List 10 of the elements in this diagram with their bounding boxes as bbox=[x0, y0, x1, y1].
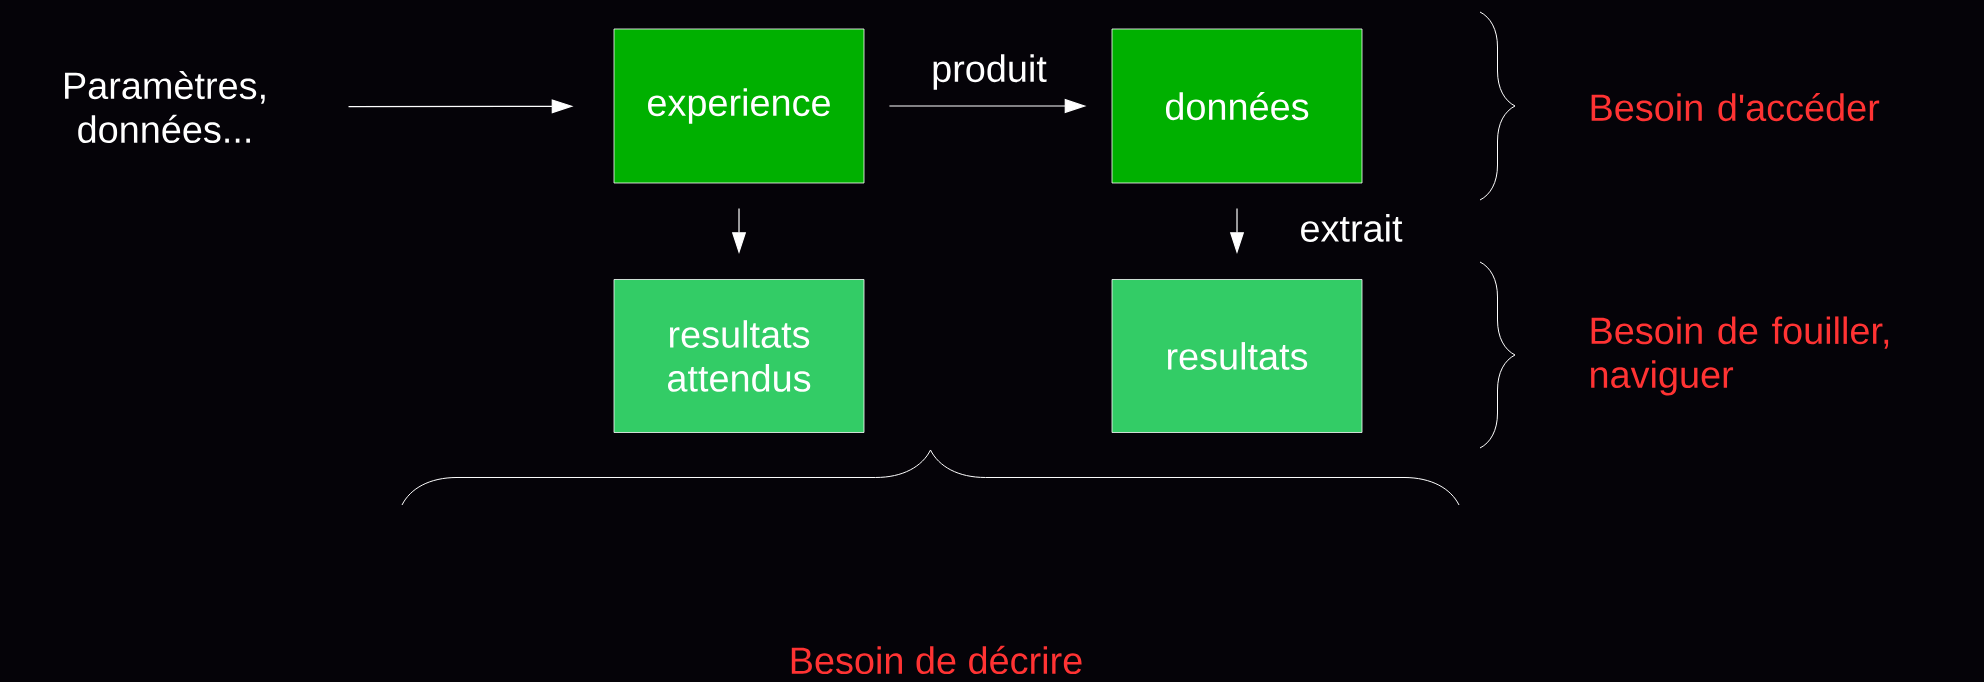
annotation: Besoin de décrire bbox=[791, 645, 1082, 675]
result-box: resultats bbox=[1111, 279, 1363, 433]
process-box: experience bbox=[613, 28, 865, 184]
edge-label: extrait bbox=[1301, 214, 1403, 242]
edge-label: produit bbox=[933, 54, 1047, 90]
node-text: Paramètres, données... bbox=[65, 70, 265, 144]
annotation: Besoin de fouiller, naviguer bbox=[1591, 316, 1889, 396]
process-box: données bbox=[1111, 28, 1363, 184]
annotation: Besoin d'accéder bbox=[1591, 92, 1880, 122]
result-box: resultats attendus bbox=[613, 279, 865, 433]
